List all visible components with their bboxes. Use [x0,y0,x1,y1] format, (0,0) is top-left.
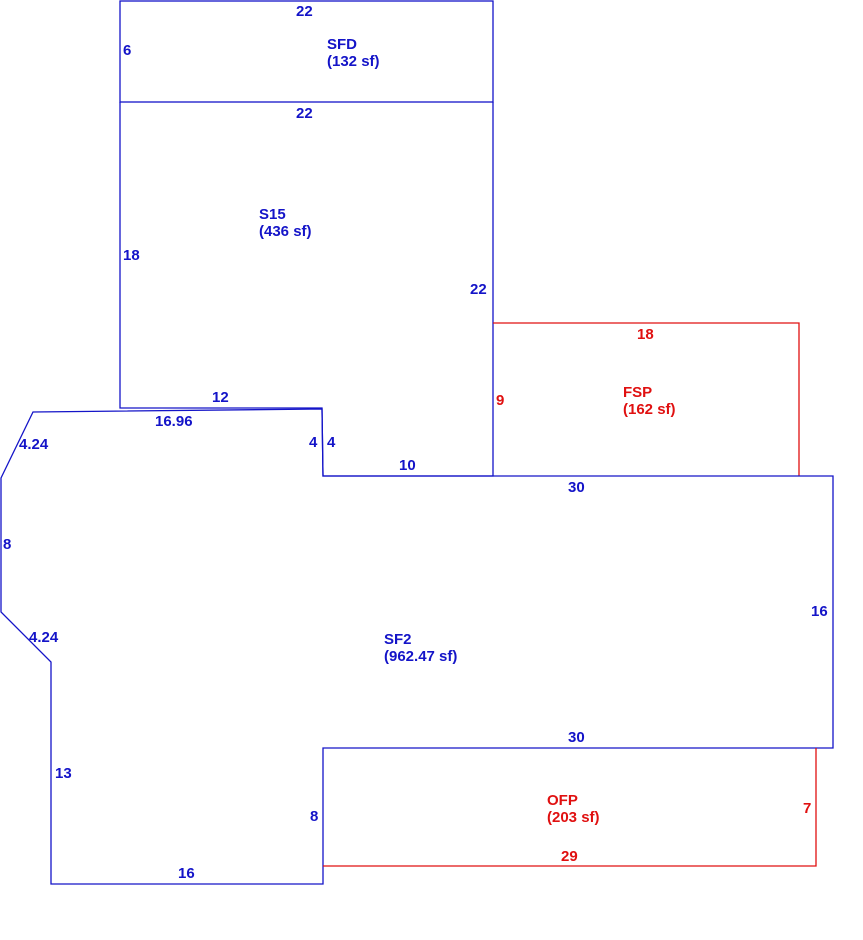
dim-ofp-bottom: 29 [561,848,578,865]
dim-sf2-diag-lower: 4.24 [29,629,59,646]
dim-sfd-left: 6 [123,42,131,59]
dim-s15-notch-bottom: 10 [399,457,416,474]
dim-s15-top: 22 [296,105,313,122]
dim-sfd-top: 22 [296,3,313,20]
s15-area-name: S15 [259,206,286,223]
sf2-area-name: SF2 [384,631,412,648]
sfd-outline [119,0,494,103]
dim-sf2-right: 16 [811,603,828,620]
sfd-area-size: (132 sf) [327,53,380,70]
fsp-outline [493,322,800,476]
sf2-area-size: (962.47 sf) [384,648,457,665]
fsp-area-size: (162 sf) [623,401,676,418]
sfd-area-name: SFD [327,36,357,53]
fsp-area-name: FSP [623,384,652,401]
dim-fsp-top: 18 [637,326,654,343]
dim-sf2-top-left: 16.96 [155,413,193,430]
dim-sf2-bottom: 16 [178,865,195,882]
s15-area-size: (436 sf) [259,223,312,240]
dim-s15-left: 18 [123,247,140,264]
dim-sf2-diag-upper: 4.24 [19,436,49,453]
dim-sf2-inner: 8 [310,808,318,825]
ofp-area-size: (203 sf) [547,809,600,826]
dim-fsp-left: 9 [496,392,504,409]
dim-sf2-left: 8 [3,536,11,553]
dim-sf2-top-right: 30 [568,479,585,496]
ofp-area-name: OFP [547,792,578,809]
sf2-outline [0,408,834,885]
dim-s15-notch-right: 4 [327,434,336,451]
ofp-outline [323,748,817,867]
dim-s15-notch-left: 4 [309,434,318,451]
dim-s15-right: 22 [470,281,487,298]
dim-sf2-bottom-right: 30 [568,729,585,746]
dim-s15-bottom: 12 [212,389,229,406]
dim-sf2-lower-left: 13 [55,765,72,782]
dim-ofp-right: 7 [803,800,811,817]
